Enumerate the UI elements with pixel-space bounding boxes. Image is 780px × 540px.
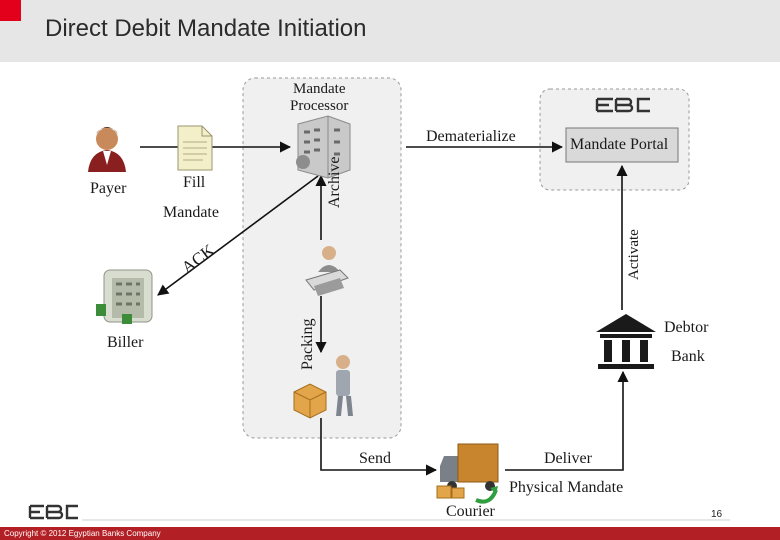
document-icon: [177, 125, 213, 171]
bank-icon: [596, 314, 656, 369]
deliver-label: Deliver: [544, 450, 592, 467]
copyright-text: Copyright © 2012 Egyptian Banks Company: [4, 529, 161, 538]
processor-panel: [242, 77, 402, 439]
send-label: Send: [359, 450, 391, 467]
delivery-truck-icon: [436, 443, 499, 504]
footer-bar: [0, 527, 780, 540]
courier-label: Courier: [446, 503, 495, 520]
activate-label: Activate: [626, 229, 642, 280]
office-building-icon: [296, 115, 351, 179]
debtor-bank-label-line2: Bank: [671, 348, 705, 365]
ack-arrow: [157, 175, 319, 296]
mandate-portal-box: [565, 127, 679, 163]
fill-mandate-label-line1: Fill: [183, 174, 206, 191]
dematerialize-label: Dematerialize: [426, 128, 516, 145]
packing-label: Packing: [299, 318, 316, 370]
mandate-portal-label: Mandate Portal: [570, 136, 669, 153]
person-icon: [88, 127, 126, 172]
mandate-processor-label-line2: Processor: [290, 98, 349, 114]
ebc-logo-icon: [595, 97, 650, 113]
building-icon: [96, 269, 153, 324]
biller-label: Biller: [107, 334, 144, 351]
send-arrow: [320, 418, 438, 476]
scanner-operator-icon: [305, 246, 349, 296]
accent-square: [0, 0, 21, 21]
footer-ebc-logo-icon: [28, 504, 78, 520]
packing-worker-icon: [293, 355, 353, 419]
slide-header: [0, 0, 780, 62]
page-number: 16: [711, 509, 723, 520]
page-title: Direct Debit Mandate Initiation: [45, 15, 367, 42]
debtor-bank-label-line1: Debtor: [664, 319, 709, 336]
deliver-arrow: [505, 370, 629, 471]
mandate-processor-label-line1: Mandate: [293, 81, 346, 97]
fill-mandate-label-line2: Mandate: [163, 204, 219, 221]
payer-label: Payer: [90, 180, 127, 197]
physical-mandate-label: Physical Mandate: [509, 479, 624, 496]
archive-label: Archive: [326, 156, 343, 208]
